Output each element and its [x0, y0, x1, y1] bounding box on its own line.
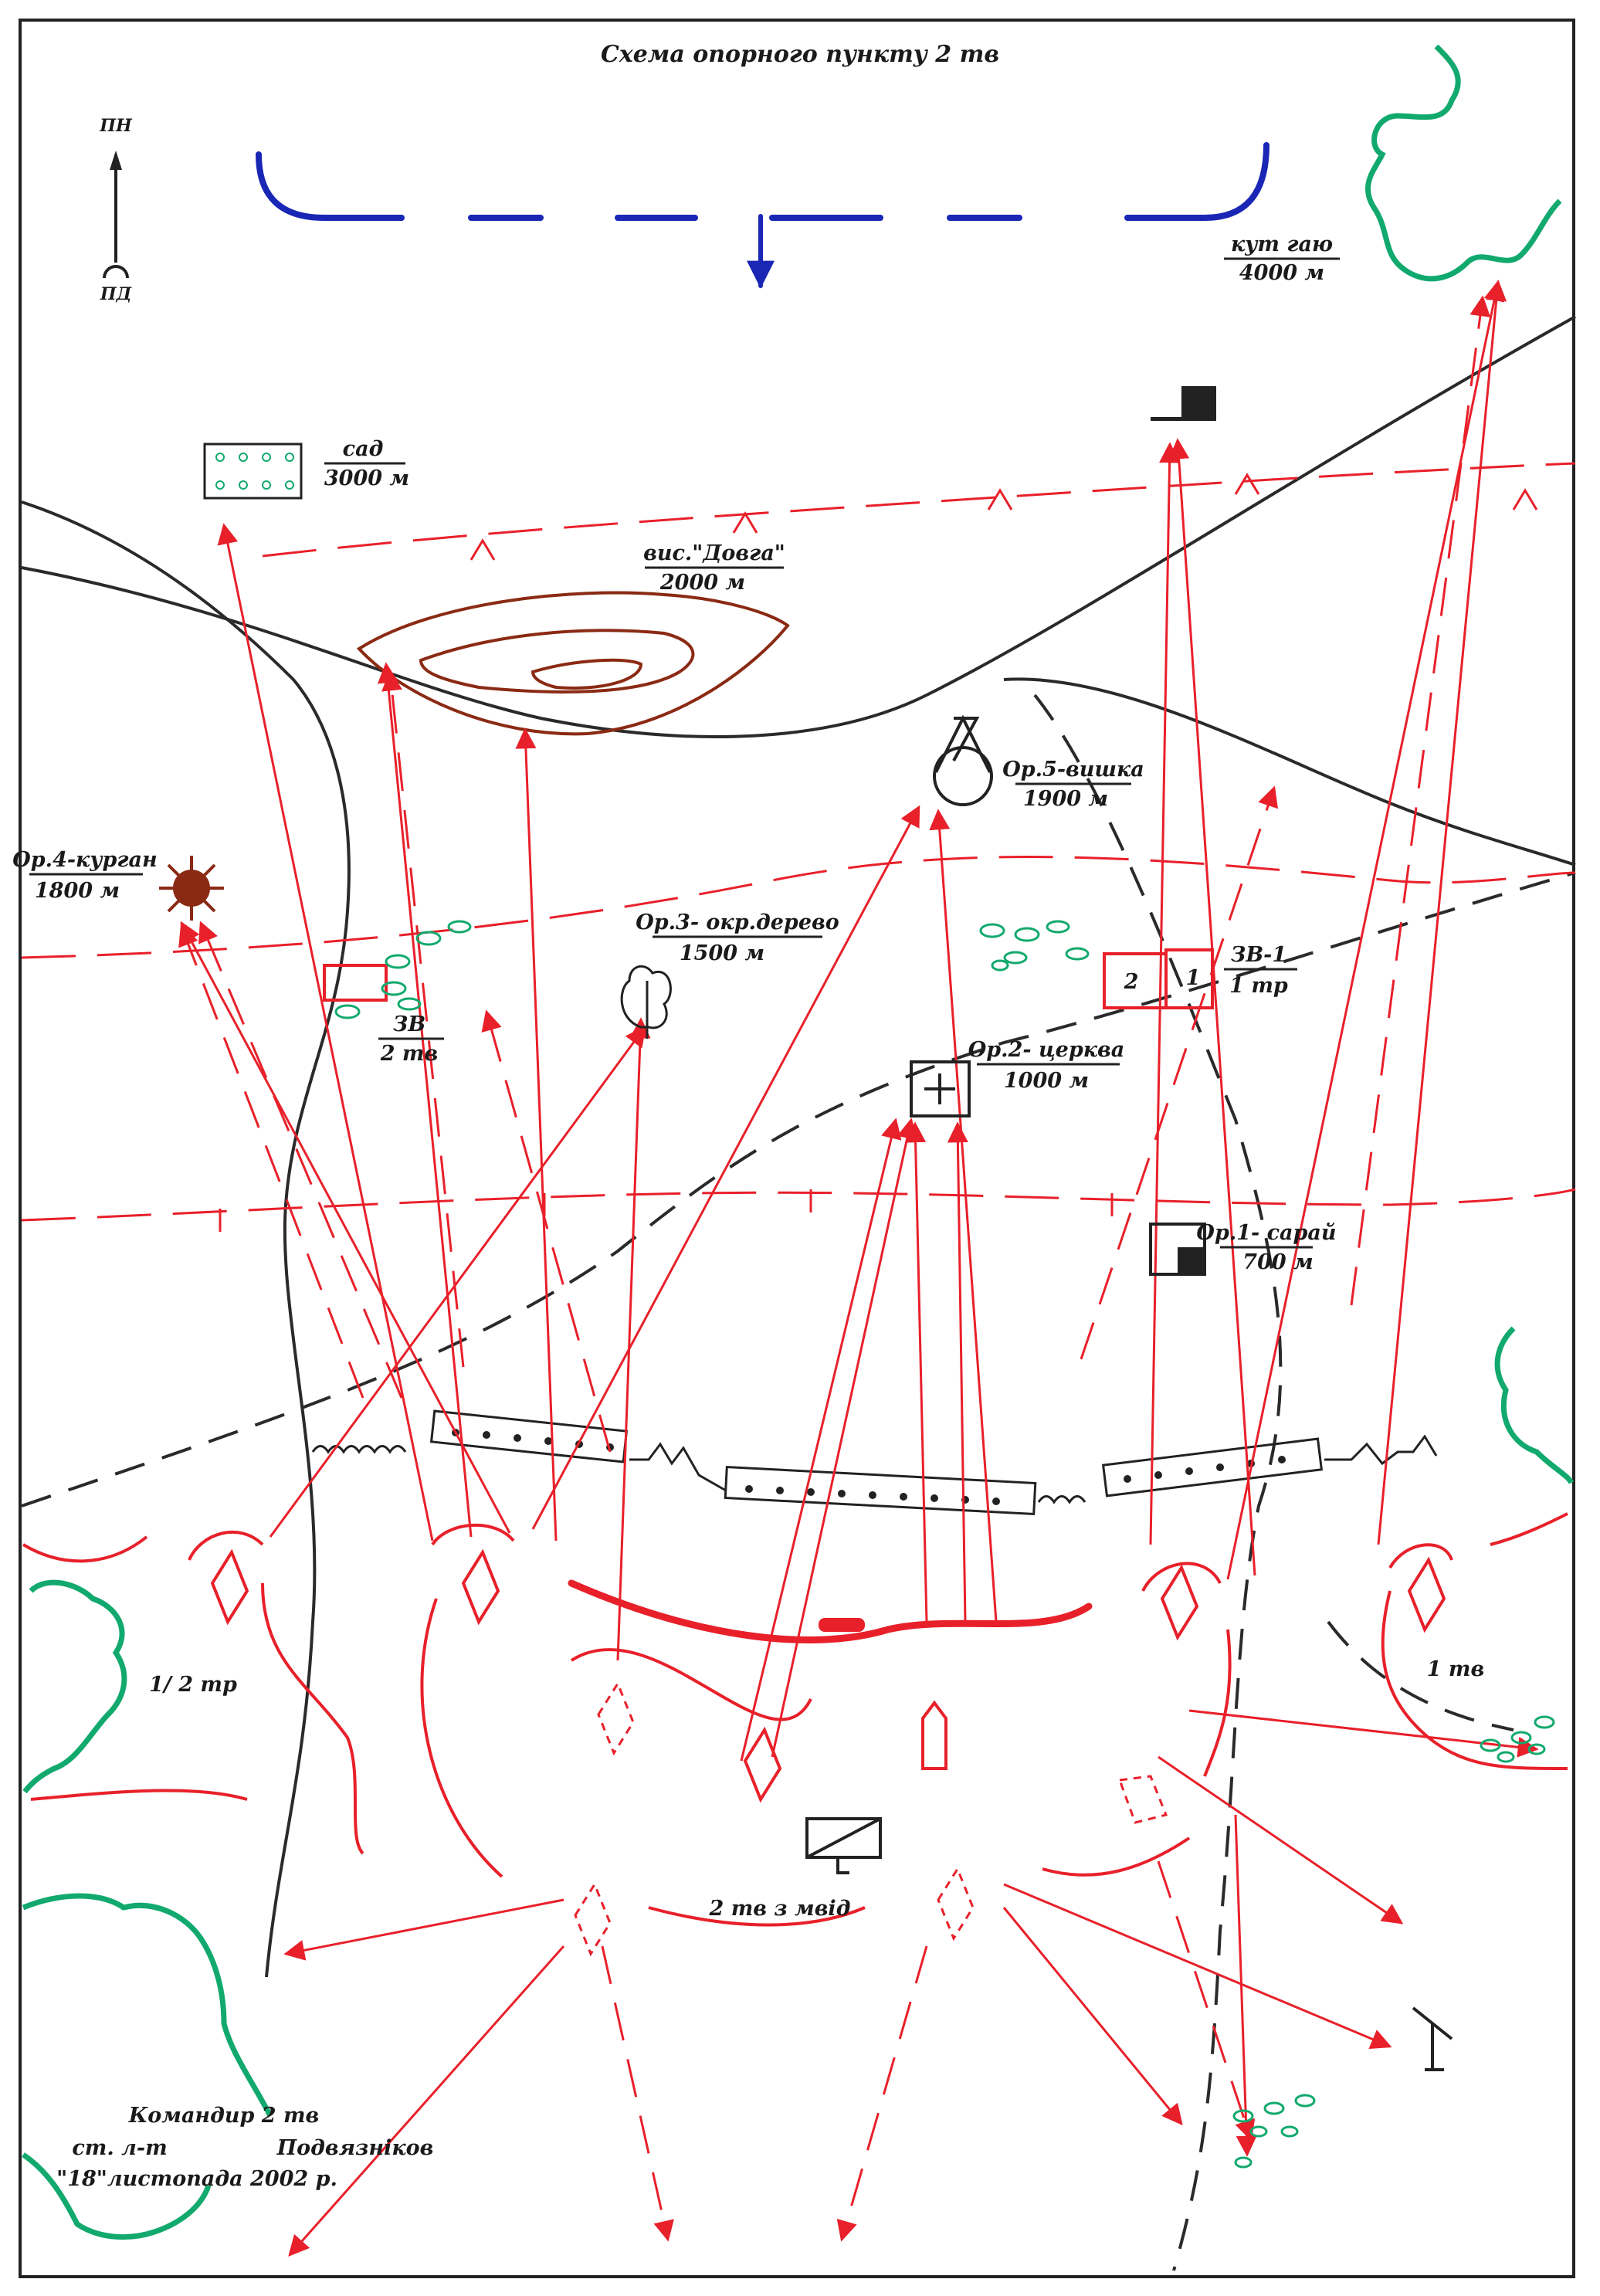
label-zv1: ЗВ-1 1 тр	[1224, 943, 1297, 998]
label-grove: кут гаю 4000 м	[1224, 232, 1340, 285]
ref3-distance: 1500 м	[680, 941, 764, 965]
commander-signature-block: Командир 2 тв ст. л-т Подвязніков "18"ли…	[56, 2104, 433, 2191]
label-ref5: Ор.5-вишка 1900 м	[1002, 758, 1144, 811]
tanks	[210, 1548, 1446, 1803]
ref2-distance: 1000 м	[1004, 1069, 1089, 1093]
zv-name: ЗВ	[393, 1012, 425, 1036]
command-post-marker	[819, 1618, 865, 1632]
tower-icon	[933, 714, 994, 806]
label-orchard: сад 3000 м	[324, 437, 409, 490]
right-platoon-label: 1 тв	[1427, 1657, 1485, 1681]
label-ref2: Ор.2- церква 1000 м	[968, 1038, 1124, 1093]
label-ref1: Ор.1- сарай 700 м	[1196, 1221, 1336, 1274]
company-hq-label: 2 тв з мвід	[709, 1897, 851, 1921]
grove-name: кут гаю	[1231, 232, 1333, 256]
zv1-name: ЗВ-1	[1231, 943, 1286, 967]
label-ref3: Ор.3- окр.дерево 1500 м	[636, 911, 839, 965]
vegetation	[22, 44, 1575, 2240]
label-zv: ЗВ 2 тв	[378, 1012, 444, 1066]
height-distance: 2000 м	[659, 571, 745, 595]
dashed-fire-arrows	[178, 295, 1491, 2242]
ref4-name: Ор.4-курган	[12, 848, 157, 872]
company-line	[568, 1579, 1093, 1643]
zv-sub: 2 тв	[380, 1042, 439, 1066]
ref3-name: Ор.3- окр.дерево	[636, 911, 839, 934]
signature-role: Командир 2 тв	[128, 2104, 320, 2128]
height-dovha-contour	[356, 591, 790, 736]
enemy-forward-line	[256, 142, 1269, 289]
ref1-distance: 700 м	[1242, 1250, 1313, 1274]
fire-sector-arrows	[180, 280, 1539, 2257]
obstacle-line	[311, 1409, 1438, 1516]
ref1-name: Ор.1- сарай	[1196, 1221, 1336, 1245]
height-name: вис."Довга"	[643, 541, 785, 565]
label-height: вис."Довга" 2000 м	[643, 541, 785, 595]
zv1-cell-left: 2	[1124, 970, 1139, 994]
label-ref4: Ор.4-курган 1800 м	[12, 848, 157, 903]
map-frame	[19, 19, 1575, 2278]
mine-symbols	[452, 1429, 1286, 1505]
zv1-cell-right: 1	[1186, 966, 1201, 990]
observation-post-zv1-icon	[1103, 948, 1214, 1009]
ref2-name: Ор.2- церква	[968, 1038, 1124, 1062]
compass-south-label: ПД	[100, 284, 132, 304]
north-arrow: ПН ПД	[99, 116, 133, 304]
orchard-icon	[203, 443, 303, 500]
church-icon	[910, 1060, 971, 1117]
zv1-sub: 1 тр	[1229, 974, 1288, 998]
signature-date: "18"листопада 2002 р.	[56, 2167, 337, 2191]
roads	[21, 315, 1576, 1978]
compass-north-label: ПН	[99, 116, 133, 136]
grove-distance: 4000 м	[1239, 261, 1324, 285]
platoon-defense-positions	[22, 1512, 1568, 1927]
ref5-distance: 1900 м	[1023, 787, 1108, 811]
grove-corner-building-icon	[1151, 386, 1216, 421]
signature-surname: Подвязніков	[276, 2136, 434, 2160]
kurgan-icon	[159, 856, 224, 921]
left-platoon-label: 1/ 2 тр	[149, 1673, 237, 1697]
barn-icon	[1149, 1223, 1206, 1276]
fire-limit-lines	[21, 462, 1576, 1222]
orchard-distance: 3000 м	[324, 466, 409, 490]
ref5-name: Ор.5-вишка	[1002, 758, 1144, 782]
fire-limit-ticks	[219, 473, 1538, 1232]
signature-rank: ст. л-т	[72, 2136, 167, 2160]
tanks-reserve	[574, 1680, 1168, 1957]
ref4-distance: 1800 м	[35, 879, 120, 903]
dirt-tracks	[21, 694, 1576, 2271]
orchard-name: сад	[343, 437, 384, 461]
bushes	[334, 920, 1555, 2169]
command-vehicle-icon	[805, 1817, 882, 1874]
lone-tree-icon	[620, 965, 672, 1039]
map-title: Схема опорного пункту 2 тв	[601, 41, 999, 68]
antenna-icon	[1412, 2006, 1453, 2071]
